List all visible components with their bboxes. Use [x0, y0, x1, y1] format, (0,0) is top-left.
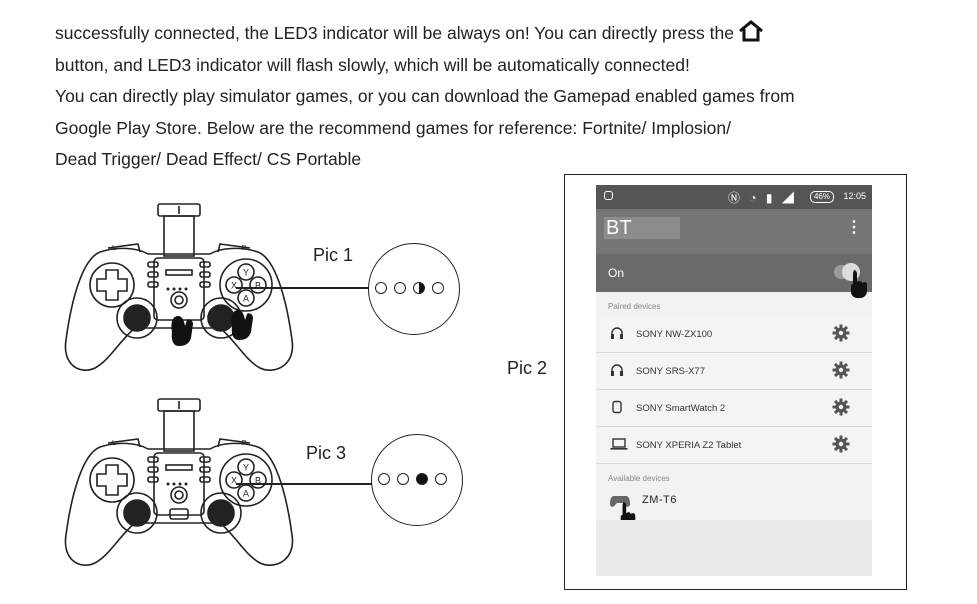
- r-button-label: R: [241, 440, 246, 447]
- watch-icon: [612, 400, 622, 414]
- pic1-callout-line: [236, 287, 372, 289]
- gamepad-illustration-pic1: Y X B A L R: [64, 203, 294, 371]
- overflow-menu-icon[interactable]: ⋮: [846, 219, 862, 236]
- empty-list-area: [596, 520, 872, 576]
- device-name: SONY SRS-X77: [636, 366, 705, 377]
- instruction-line-5: Dead Trigger/ Dead Effect/ CS Portable: [55, 149, 362, 169]
- y-button-label: Y: [243, 463, 249, 473]
- app-title: BT: [604, 217, 680, 239]
- gear-icon[interactable]: [832, 398, 850, 416]
- home-icon: [739, 20, 763, 42]
- headphones-icon: [611, 364, 623, 376]
- pointing-hand-icon: [171, 310, 253, 346]
- toggle-label: On: [608, 266, 625, 280]
- app-bar: BT ⋮: [596, 209, 872, 254]
- b-button-label: B: [255, 476, 261, 486]
- pic1-label: Pic 1: [313, 245, 354, 265]
- gear-icon[interactable]: [832, 361, 850, 379]
- pic3-led-indicator: [371, 434, 463, 526]
- paired-device-row[interactable]: SONY XPERIA Z2 Tablet: [596, 427, 872, 464]
- led3-indicator: [416, 473, 428, 485]
- status-icons: Ⓝ ◔ ▮ ◢: [728, 191, 797, 205]
- device-name: SONY NW-ZX100: [636, 329, 713, 340]
- instruction-line-1: successfully connected, the LED3 indicat…: [55, 18, 955, 50]
- headphones-icon: [611, 327, 623, 339]
- y-button-label: Y: [243, 268, 249, 278]
- b-button-label: B: [255, 281, 261, 291]
- pic2-label: Pic 2: [507, 358, 548, 378]
- device-name: SONY XPERIA Z2 Tablet: [636, 440, 742, 451]
- paired-device-row[interactable]: SONY NW-ZX100: [596, 316, 872, 353]
- status-bar: Ⓝ ◔ ▮ ◢ 46% 12:05: [596, 185, 872, 209]
- notification-icon: [604, 191, 613, 200]
- gamepad-illustration-pic3: Y X B A L R: [64, 398, 294, 566]
- led1-indicator: [378, 473, 390, 485]
- paired-devices-header: Paired devices: [608, 302, 661, 311]
- led2-indicator: [394, 282, 406, 294]
- led4-indicator: [432, 282, 444, 294]
- available-devices-header: Available devices: [608, 474, 670, 483]
- paired-device-row[interactable]: SONY SmartWatch 2: [596, 390, 872, 427]
- led2-indicator: [397, 473, 409, 485]
- gear-icon[interactable]: [832, 324, 850, 342]
- bluetooth-toggle-row[interactable]: On: [596, 254, 872, 298]
- pic3-callout-line: [236, 483, 374, 485]
- a-button-label: A: [243, 294, 249, 304]
- r-button-label: R: [241, 245, 246, 252]
- instruction-line-3: You can directly play simulator games, o…: [55, 86, 795, 106]
- x-button-label: X: [231, 476, 237, 486]
- laptop-icon: [610, 438, 628, 450]
- pic3-label: Pic 3: [306, 443, 347, 463]
- battery-indicator: 46%: [809, 191, 834, 203]
- a-button-label: A: [243, 489, 249, 499]
- paired-device-row[interactable]: SONY SRS-X77: [596, 353, 872, 390]
- phone-screenshot-frame: Ⓝ ◔ ▮ ◢ 46% 12:05 BT ⋮ On Paired devices…: [564, 174, 907, 590]
- instruction-line-2: button, and LED3 indicator will flash sl…: [55, 54, 690, 75]
- x-button-label: X: [231, 281, 237, 291]
- device-name: SONY SmartWatch 2: [636, 403, 726, 414]
- device-name: ZM-T6: [642, 494, 677, 506]
- led1-indicator: [375, 282, 387, 294]
- bluetooth-settings-screen: Ⓝ ◔ ▮ ◢ 46% 12:05 BT ⋮ On Paired devices…: [596, 185, 872, 576]
- pic1-led-indicator: [368, 243, 460, 335]
- instruction-line-4: Google Play Store. Below are the recomme…: [55, 117, 732, 138]
- instruction-text: successfully connected, the LED3 indicat…: [55, 18, 955, 176]
- gear-icon[interactable]: [832, 435, 850, 453]
- pointing-hand-icon: [851, 270, 867, 298]
- led3-indicator: [413, 282, 425, 294]
- l-button-label: L: [112, 440, 116, 447]
- l-button-label: L: [112, 245, 116, 252]
- led4-indicator: [435, 473, 447, 485]
- clock: 12:05: [843, 191, 866, 201]
